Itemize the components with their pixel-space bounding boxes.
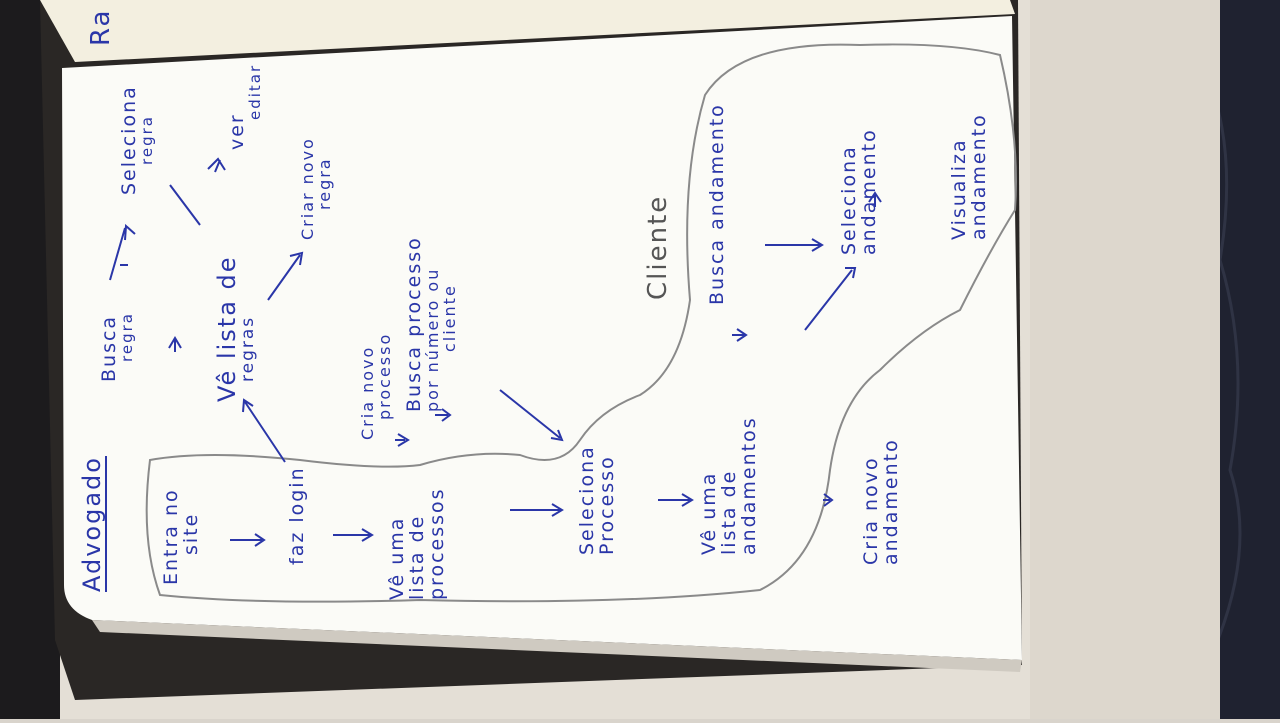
step-text: processo bbox=[374, 332, 394, 420]
step-entra-no-site: Entra no site bbox=[160, 488, 202, 585]
step-lista-regras: Vê lista de regras bbox=[213, 255, 259, 402]
notebook-page bbox=[62, 16, 1022, 660]
step-text: regras bbox=[238, 315, 259, 382]
step-text: andamentos bbox=[737, 416, 760, 555]
step-faz-login: faz login bbox=[286, 466, 308, 565]
step-text: Seleciona bbox=[576, 445, 598, 555]
step-text: ver bbox=[226, 113, 248, 150]
step-text: Busca bbox=[98, 314, 120, 382]
step-text: faz login bbox=[286, 466, 308, 565]
advogado-title: Advogado bbox=[78, 456, 108, 592]
step-cria-processo: Cria novo processo bbox=[358, 332, 394, 440]
step-text: Vê uma bbox=[386, 516, 408, 600]
step-busca-regra: Busca regra bbox=[98, 312, 136, 382]
step-busca-processo: Busca processo por número ou cliente bbox=[403, 236, 459, 412]
step-cria-andamento: Cria novo andamento bbox=[860, 438, 902, 565]
step-visualiza-andamento: Visualiza andamento bbox=[948, 113, 990, 240]
step-seleciona-regra: Seleciona regra bbox=[118, 85, 156, 195]
advogado-region-outline bbox=[145, 43, 1017, 603]
step-cria-regra: Criar novo regra bbox=[298, 137, 334, 240]
step-lista-andamentos: Vê uma lista de andamentos bbox=[698, 416, 760, 555]
step-text: Vê uma bbox=[698, 471, 720, 555]
step-text: Cria novo bbox=[860, 456, 882, 565]
step-text: Seleciona bbox=[838, 145, 860, 255]
step-text: site bbox=[179, 512, 202, 555]
flow-arrows bbox=[109, 157, 882, 547]
step-busca-andamento: Busca andamento bbox=[706, 103, 728, 305]
step-text: regra bbox=[314, 157, 334, 210]
step-seleciona-processo: Seleciona Processo bbox=[576, 445, 618, 555]
step-lista-processos: Vê uma lista de processos bbox=[386, 487, 448, 600]
step-text: regra bbox=[137, 115, 156, 165]
step-text: Processo bbox=[595, 455, 618, 555]
step-text: Visualiza bbox=[948, 138, 970, 240]
step-text: lista de bbox=[717, 469, 740, 555]
cliente-title: Cliente bbox=[643, 194, 673, 300]
step-ver-editar: ver editar bbox=[226, 63, 264, 150]
step-text: cliente bbox=[439, 284, 459, 352]
step-text: lista de bbox=[405, 514, 428, 600]
step-text: editar bbox=[245, 63, 264, 120]
step-text: andamento bbox=[967, 113, 990, 240]
step-text: andamento bbox=[857, 128, 880, 255]
next-page-fragment: Ra bbox=[86, 8, 116, 46]
step-text: andamento bbox=[879, 438, 902, 565]
step-seleciona-andamento: Seleciona andamento bbox=[838, 128, 880, 255]
step-text: regra bbox=[117, 312, 136, 362]
step-text: Vê lista de bbox=[213, 255, 241, 402]
step-text: Busca processo bbox=[403, 236, 425, 412]
step-text: processos bbox=[425, 487, 448, 600]
step-text: Entra no bbox=[160, 488, 182, 585]
step-text: Seleciona bbox=[118, 85, 140, 195]
